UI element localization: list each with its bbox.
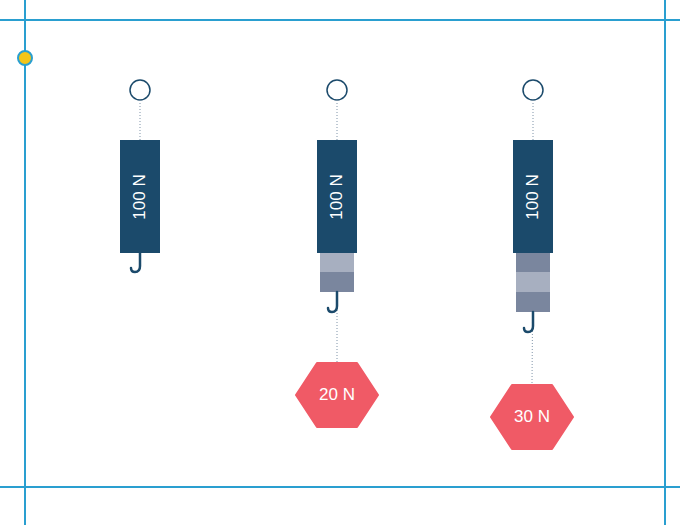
spring-extension (516, 292, 550, 312)
hook (328, 292, 337, 312)
frame-line (0, 19, 680, 21)
spring-extension (516, 253, 550, 272)
spring-extension (320, 253, 354, 272)
spring-extension (320, 272, 354, 292)
weight-label: 30 N (514, 407, 550, 427)
scale-range: 100 N (523, 174, 543, 219)
ring (523, 80, 543, 100)
string (533, 100, 534, 140)
weight-hexagon: 30 N (490, 384, 574, 450)
string (337, 100, 338, 140)
frame-line (664, 0, 666, 525)
ring (327, 80, 347, 100)
scale-range: 100 N (130, 174, 150, 219)
ring (130, 80, 150, 100)
spring-extension (516, 272, 550, 292)
spring-balance-body: 100 N (120, 140, 160, 253)
spring-balance-body: 100 N (513, 140, 553, 253)
frame-line (24, 0, 26, 525)
hook (131, 253, 140, 272)
weight-hexagon: 20 N (295, 362, 379, 428)
hook (524, 312, 533, 332)
marker-dot (18, 51, 32, 65)
weight-label: 20 N (319, 385, 355, 405)
spring-balance-body: 100 N (317, 140, 357, 253)
scale-range: 100 N (327, 174, 347, 219)
frame-line (0, 486, 680, 488)
string (140, 100, 141, 140)
